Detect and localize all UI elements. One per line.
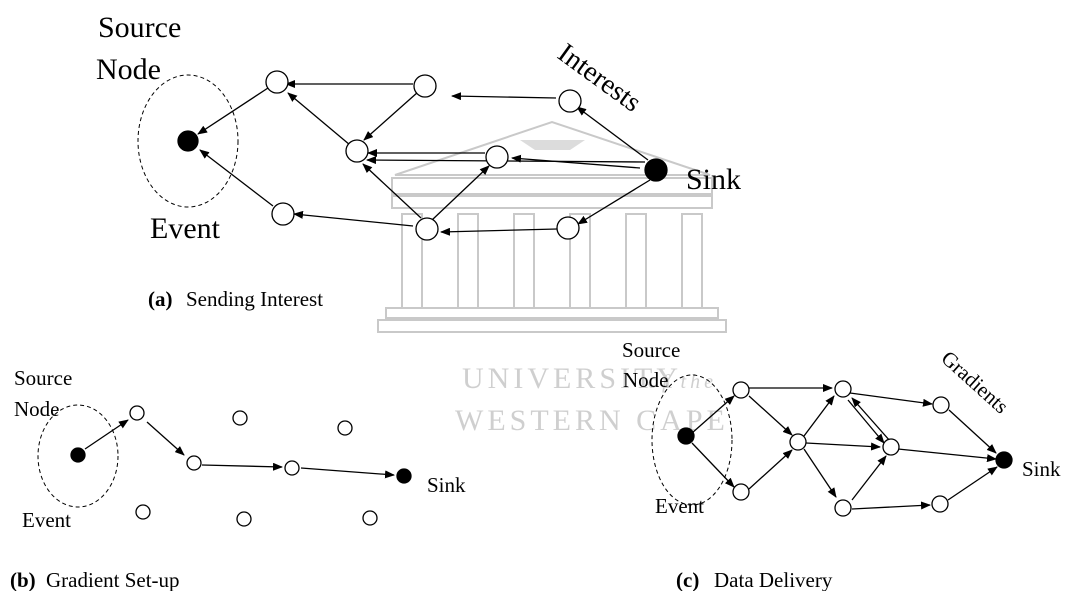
caption-text: Data Delivery xyxy=(714,568,833,591)
event-label: Event xyxy=(655,494,704,518)
watermark-line1: UNIVERSITY xyxy=(462,362,682,395)
caption-tag: (c) xyxy=(676,568,699,591)
sink-node xyxy=(995,451,1013,469)
caption-text: Gradient Set-up xyxy=(46,568,180,591)
network-node xyxy=(135,504,151,520)
sink-label: Sink xyxy=(1022,457,1061,481)
caption-tag: (b) xyxy=(10,568,36,591)
node-label: Node xyxy=(96,53,161,86)
caption-tag: (a) xyxy=(148,287,173,311)
sink-node xyxy=(644,158,668,182)
network-node xyxy=(413,74,437,98)
source-label: Source xyxy=(622,338,680,362)
sink-node xyxy=(396,468,412,484)
event-region xyxy=(137,74,239,208)
source-label: Source xyxy=(14,366,72,390)
network-node xyxy=(337,420,353,436)
network-node xyxy=(556,216,580,240)
panel-a: Source Node Event Sink Interests (a) Sen… xyxy=(96,11,741,311)
event-label: Event xyxy=(150,212,221,245)
source-node xyxy=(177,130,199,152)
event-label: Event xyxy=(22,508,71,532)
network-node xyxy=(415,217,439,241)
sink-label: Sink xyxy=(686,163,741,196)
network-node xyxy=(558,89,582,113)
event-region xyxy=(37,404,119,508)
network-node xyxy=(362,510,378,526)
network-node xyxy=(265,70,289,94)
network-node xyxy=(834,380,852,398)
source-node xyxy=(70,447,86,463)
source-label: Source xyxy=(98,11,181,44)
network-node xyxy=(345,139,369,163)
sink-label: Sink xyxy=(427,473,466,497)
caption-text: Sending Interest xyxy=(186,287,323,311)
network-node xyxy=(931,495,949,513)
network-node xyxy=(485,145,509,169)
network-node xyxy=(284,460,300,476)
network-node xyxy=(882,438,900,456)
network-node xyxy=(232,410,248,426)
event-region xyxy=(651,374,733,506)
network-node xyxy=(932,396,950,414)
network-node xyxy=(186,455,202,471)
university-watermark: UNIVERSITY of the WESTERN CAPE xyxy=(377,120,727,437)
network-node xyxy=(732,381,750,399)
source-node xyxy=(677,427,695,445)
network-node xyxy=(271,202,295,226)
panel-b: Source Node Event Sink (b) Gradient Set-… xyxy=(10,366,466,591)
watermark-line1-suffix: of the xyxy=(648,371,717,393)
node-label: Node xyxy=(623,368,669,392)
network-node xyxy=(834,499,852,517)
network-node xyxy=(129,405,145,421)
network-node xyxy=(732,483,750,501)
network-node xyxy=(236,511,252,527)
node-label: Node xyxy=(14,397,60,421)
network-node xyxy=(789,433,807,451)
